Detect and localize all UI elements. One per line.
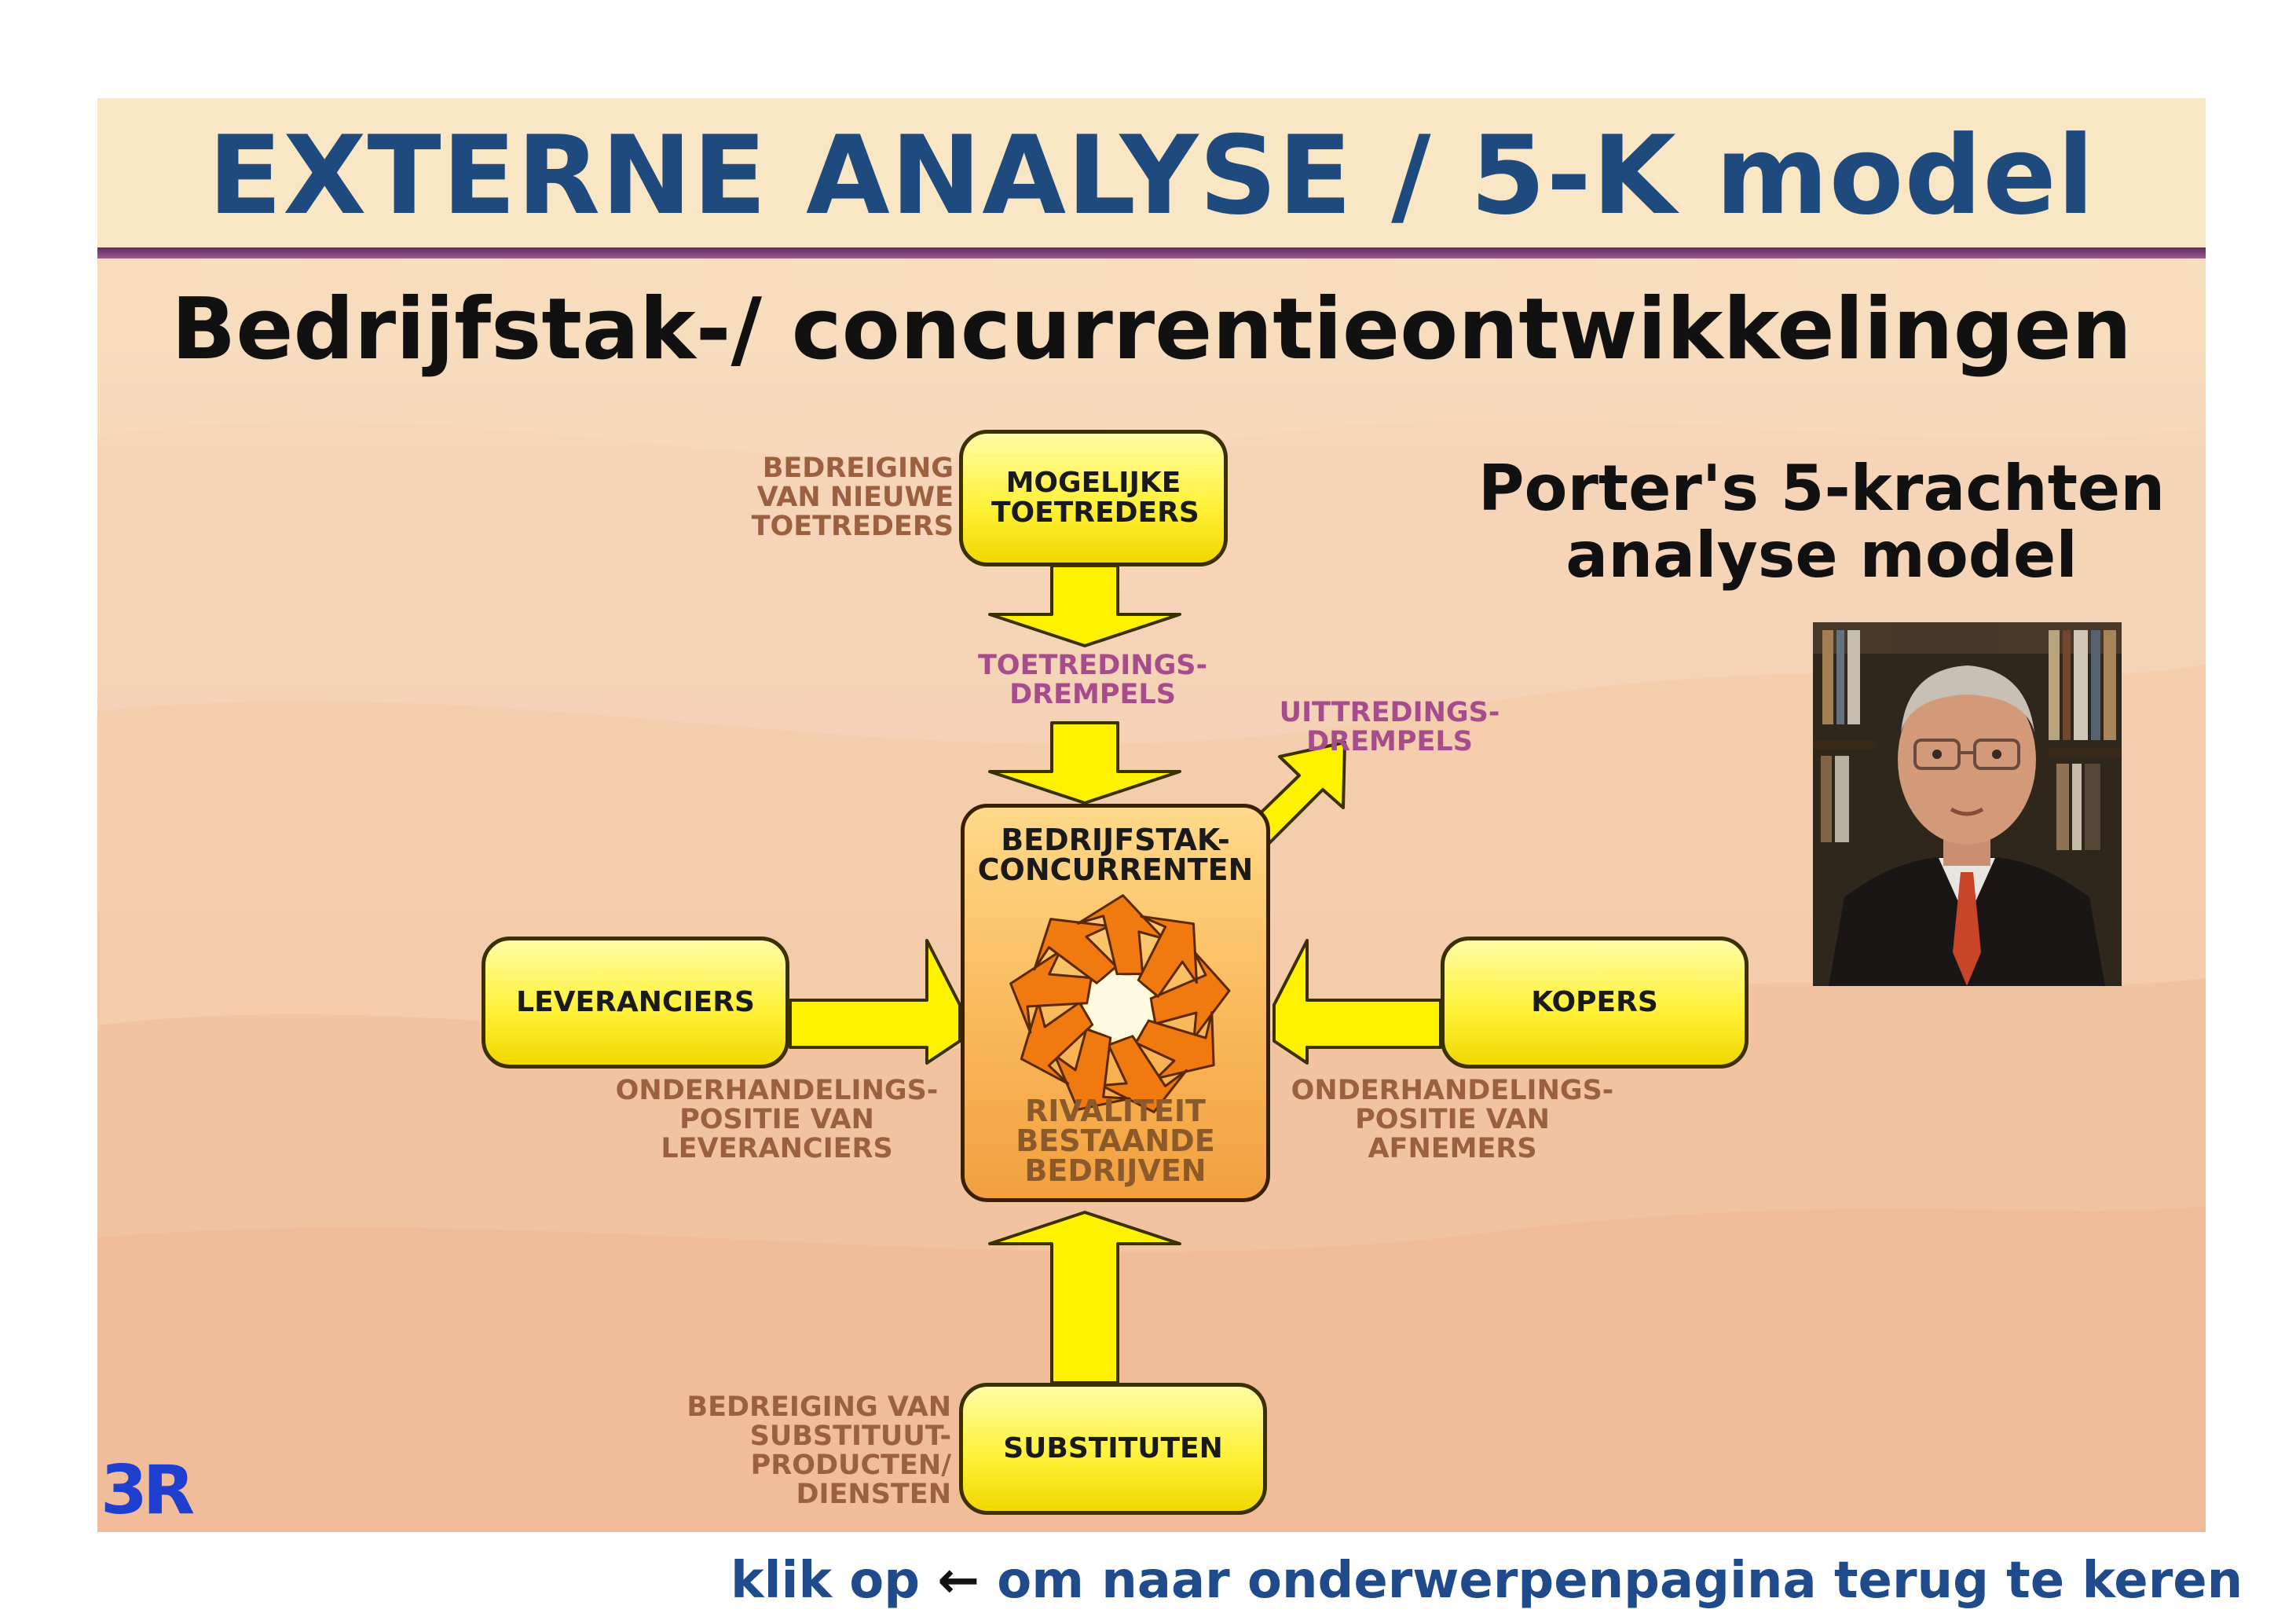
top-box-label: MOGELIJKE TOETREDERS [991,467,1199,529]
slide-title: EXTERNE ANALYSE / 5-K model [207,112,2096,239]
footer-suffix: om naar onderwerpenpagina terug te keren [997,1552,2243,1610]
slide-subtitle: Bedrijfstak-/ concurrentieontwikkelingen [170,280,2133,379]
center-box-competitors: BEDRIJFSTAK- CONCURRENTEN RIVALITEIT BES… [961,804,1270,1202]
header-band [97,98,2206,247]
3r-logo: 3R [101,1451,195,1530]
slide-background-waves [97,420,2206,1532]
header-divider [97,247,2206,258]
footer-back-link[interactable]: klik op ← om naar onderwerpenpagina teru… [731,1552,2243,1610]
buyer-arrow [1273,939,1442,1065]
right-box-label: KOPERS [1531,986,1658,1019]
bottom-box-label: SUBSTITUTEN [1003,1432,1223,1465]
center-box-top-label: BEDRIJFSTAK- CONCURRENTEN [977,823,1254,887]
top-box-new-entrants: MOGELIJKE TOETREDERS [959,430,1228,566]
label-substitutes-threat: BEDREIGING VAN SUBSTITUUT- PRODUCTEN/ DI… [687,1391,951,1511]
label-entry-barriers: TOETREDINGS- DREMPELS [977,650,1208,711]
porter-title-line2: analyse model [1565,518,2078,592]
porter-title-line1: Porter's 5-krachten [1478,452,2166,525]
substitute-arrow [988,1211,1181,1384]
slide: EXTERNE ANALYSE / 5-K model Bedrijfstak-… [97,98,2206,1532]
label-exit-barriers: UITTREDINGS- DREMPELS [1279,697,1500,758]
supplier-arrow-shape [789,939,961,1065]
left-box-label: LEVERANCIERS [516,986,755,1019]
force-arrows [789,564,1442,1384]
footer-prefix: klik op [731,1552,921,1610]
exit-arrow [1243,741,1346,845]
label-new-entrants-threat: BEDREIGING VAN NIEUWE TOETREDERS [751,453,954,543]
porter-model-title: Porter's 5-krachten analyse model [1429,452,2206,592]
label-supplier-power: ONDERHANDELINGS- POSITIE VAN LEVERANCIER… [615,1075,939,1165]
entrants-arrow-upper [988,564,1181,647]
porter-portrait-icon [1813,622,2122,986]
center-box-bottom-label: RIVALITEIT BESTAANDE BEDRIJVEN [1016,1094,1215,1188]
bottom-box-substitutes: SUBSTITUTEN [959,1383,1267,1515]
back-arrow-icon[interactable]: ← [937,1552,980,1610]
entrants-arrow-lower [988,721,1181,805]
label-buyer-power: ONDERHANDELINGS- POSITIE VAN AFNEMERS [1291,1075,1614,1165]
left-box-suppliers: LEVERANCIERS [482,937,789,1069]
right-box-buyers: KOPERS [1441,937,1749,1069]
rivalry-swirl-icon [1009,894,1231,1113]
